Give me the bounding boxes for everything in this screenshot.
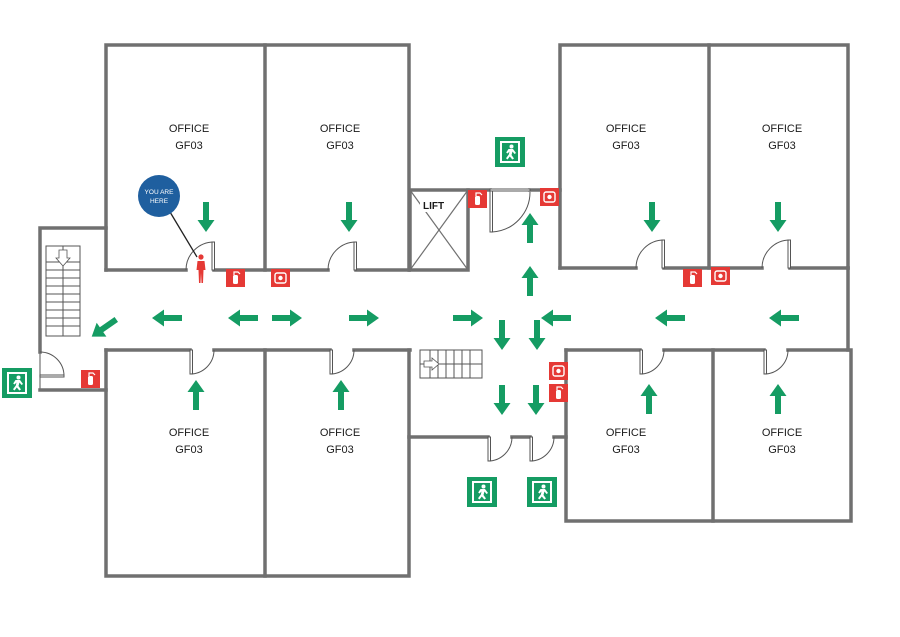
room-label: OFFICE xyxy=(762,123,802,135)
evacuation-direction-arrow xyxy=(197,202,215,232)
room-number: GF03 xyxy=(326,140,354,152)
evacuation-direction-arrow xyxy=(655,309,685,327)
fire-alarm-sign xyxy=(549,362,568,380)
exit-door[interactable] xyxy=(529,436,555,462)
emergency-exit-sign xyxy=(2,368,32,398)
lift-label: LIFT xyxy=(423,201,444,212)
person-icon xyxy=(196,254,206,283)
evacuation-direction-arrow xyxy=(349,309,379,327)
room-label: OFFICE xyxy=(169,123,209,135)
room-label: OFFICE xyxy=(320,123,360,135)
you-are-here-line1: YOU ARE xyxy=(145,189,175,196)
evacuation-direction-arrow xyxy=(640,384,658,414)
door[interactable] xyxy=(329,349,355,375)
fire-extinguisher-sign xyxy=(683,269,702,287)
you-are-here-line2: HERE xyxy=(150,198,169,205)
emergency-exit-sign xyxy=(527,477,557,507)
room-number: GF03 xyxy=(768,444,796,456)
evacuation-direction-arrow xyxy=(272,309,302,327)
you-are-here-badge xyxy=(138,175,180,217)
wall-bottom-left-block xyxy=(104,348,411,578)
wall-top-right-block xyxy=(558,43,850,270)
room-label: OFFICE xyxy=(606,123,646,135)
you-are-here-marker: YOU ARE HERE xyxy=(138,175,198,258)
evacuation-direction-arrow xyxy=(493,385,511,415)
evacuation-direction-arrow xyxy=(332,380,350,410)
room-number: GF03 xyxy=(326,444,354,456)
emergency-exit-sign xyxy=(467,477,497,507)
door[interactable] xyxy=(327,241,357,271)
room-number: GF03 xyxy=(612,444,640,456)
room-labels: OFFICE GF03 OFFICE GF03 OFFICE GF03 OFFI… xyxy=(169,123,802,456)
stairs-icon xyxy=(45,245,81,337)
evacuation-direction-arrow xyxy=(340,202,358,232)
room-number: GF03 xyxy=(175,444,203,456)
door[interactable] xyxy=(489,188,531,233)
room-label: OFFICE xyxy=(762,427,802,439)
evacuation-direction-arrow xyxy=(521,266,539,296)
evacuation-direction-arrow xyxy=(643,202,661,232)
door[interactable] xyxy=(639,349,665,375)
wall-stairwell xyxy=(38,226,108,354)
wall-top-left-block xyxy=(104,43,411,272)
door[interactable] xyxy=(761,239,791,269)
door[interactable] xyxy=(185,241,215,271)
fire-alarm-sign xyxy=(711,267,730,285)
evacuation-direction-arrow xyxy=(493,320,511,350)
fire-extinguisher-sign xyxy=(226,269,245,287)
fire-alarm-sign xyxy=(540,188,559,206)
door[interactable] xyxy=(189,349,215,375)
fire-extinguisher-sign xyxy=(468,190,487,208)
evacuation-direction-arrow xyxy=(769,202,787,232)
evacuation-direction-arrow xyxy=(769,309,799,327)
door[interactable] xyxy=(763,349,789,375)
evacuation-direction-arrow xyxy=(152,309,182,327)
room-number: GF03 xyxy=(612,140,640,152)
exit-door[interactable] xyxy=(487,436,513,462)
doors xyxy=(39,188,791,462)
exit-door[interactable] xyxy=(39,351,65,378)
walls xyxy=(38,43,853,578)
evacuation-direction-arrow xyxy=(453,309,483,327)
evacuation-direction-arrow xyxy=(527,385,545,415)
fire-alarm-sign xyxy=(271,269,290,287)
evacuation-arrows xyxy=(91,202,799,415)
room-label: OFFICE xyxy=(320,427,360,439)
safety-signs xyxy=(2,137,730,507)
room-label: OFFICE xyxy=(169,427,209,439)
evacuation-direction-arrow xyxy=(521,213,539,243)
fire-extinguisher-sign xyxy=(81,370,100,388)
evacuation-direction-arrow xyxy=(541,309,571,327)
emergency-exit-sign xyxy=(495,137,525,167)
evacuation-direction-arrow xyxy=(228,309,258,327)
room-number: GF03 xyxy=(175,140,203,152)
door[interactable] xyxy=(635,239,665,269)
stairs-icon xyxy=(419,349,483,379)
room-label: OFFICE xyxy=(606,427,646,439)
wall-lift-shaft xyxy=(408,188,470,272)
evacuation-direction-arrow xyxy=(91,316,119,337)
evacuation-direction-arrow xyxy=(528,320,546,350)
evacuation-direction-arrow xyxy=(769,384,787,414)
fire-extinguisher-sign xyxy=(549,384,568,402)
evacuation-direction-arrow xyxy=(187,380,205,410)
room-number: GF03 xyxy=(768,140,796,152)
